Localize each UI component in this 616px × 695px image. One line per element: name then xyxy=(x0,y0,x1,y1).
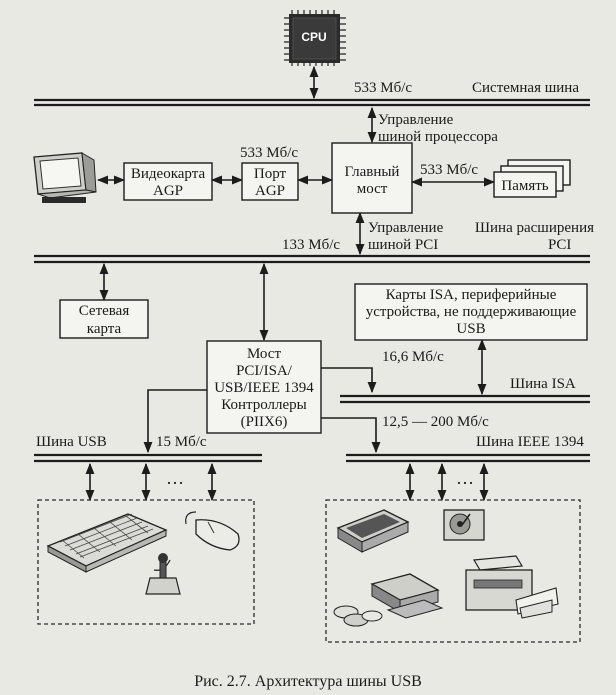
pci-bus-control-line1: Управление xyxy=(368,220,444,236)
north-bridge-line1: Главный xyxy=(345,164,400,180)
system-bus xyxy=(34,98,590,107)
monitor-icon xyxy=(33,152,97,203)
pci-bus-speed: 133 Мб/с xyxy=(282,237,340,253)
usb-bus-label: Шина USB xyxy=(36,434,107,450)
south-bridge-line4: Контроллеры xyxy=(221,397,307,413)
pci-expansion-line1: Шина расширения xyxy=(475,220,594,236)
cd-drive-icon xyxy=(333,573,444,627)
mouse-icon xyxy=(185,511,240,551)
figure-caption: Рис. 2.7. Архитектура шины USB xyxy=(194,673,422,690)
memory-modules xyxy=(493,159,571,198)
isa-cards xyxy=(354,283,588,341)
south-bridge-line5: (PIIX6) xyxy=(241,414,288,430)
cpu-bus-control-line2: шиной процессора xyxy=(378,129,498,145)
network-card-line1: Сетевая xyxy=(79,303,130,319)
south-bridge-line2: PCI/ISA/ xyxy=(236,363,293,379)
ieee1394-bus-speed: 12,5 — 200 Мб/с xyxy=(382,414,489,430)
ieee1394-devices-area xyxy=(325,499,581,643)
pci-bus-control-line2: шиной PCI xyxy=(368,237,438,253)
hard-disk-icon xyxy=(443,509,485,541)
isa-cards-line1: Карты ISA, периферийные xyxy=(386,287,557,303)
usb-bus xyxy=(34,453,262,463)
ieee1394-bus-label: Шина IEEE 1394 xyxy=(476,434,584,450)
ieee1394-bus xyxy=(346,453,590,463)
isa-bus-label: Шина ISA xyxy=(510,376,576,392)
printer-icon xyxy=(465,555,559,619)
isa-bus xyxy=(340,394,590,404)
memory-label: Память xyxy=(501,178,548,194)
agp-video-card-line1: Видеокарта xyxy=(131,166,206,182)
system-bus-speed: 533 Мб/с xyxy=(354,80,412,96)
south-bridge-line3: USB/IEEE 1394 xyxy=(214,380,314,396)
system-bus-label: Системная шина xyxy=(472,80,579,96)
agp-speed: 533 Мб/с xyxy=(240,145,298,161)
usb-devices-area xyxy=(37,499,255,625)
cpu-chip-icon xyxy=(284,10,346,66)
cpu-bus-control-line1: Управление xyxy=(378,112,454,128)
memory-speed: 533 Мб/с xyxy=(420,162,478,178)
ieee1394-ellipsis: … xyxy=(456,468,474,488)
agp-video-card-line2: AGP xyxy=(153,183,183,199)
network-card-line2: карта xyxy=(87,321,122,337)
joystick-icon xyxy=(145,553,181,595)
usb-bus-speed: 15 Мб/с xyxy=(156,434,207,450)
keyboard-icon xyxy=(46,513,168,573)
scanner-icon xyxy=(336,509,410,553)
isa-cards-line2: устройства, не поддерживающие xyxy=(366,304,577,320)
network-card xyxy=(59,299,149,339)
agp-port-line2: AGP xyxy=(255,183,285,199)
pci-expansion-line2: PCI xyxy=(548,237,571,253)
north-bridge-line2: мост xyxy=(357,181,388,197)
north-bridge xyxy=(331,142,413,214)
isa-cards-line3: USB xyxy=(456,321,485,337)
pci-bus xyxy=(34,254,590,264)
usb-ellipsis: … xyxy=(166,468,184,488)
isa-bus-speed: 16,6 Мб/с xyxy=(382,349,444,365)
cpu-label: CPU xyxy=(301,30,326,44)
south-bridge xyxy=(206,340,322,434)
agp-port-line1: Порт xyxy=(254,166,287,182)
south-bridge-line1: Мост xyxy=(247,346,281,362)
